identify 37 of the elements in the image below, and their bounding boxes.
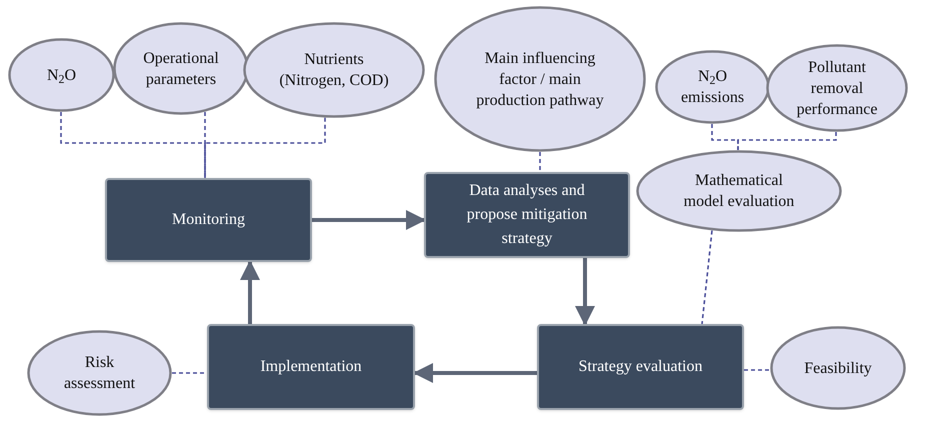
oval-label: N$_{2}$O <box>46 66 76 86</box>
connector-line <box>172 372 207 374</box>
connector-line <box>701 230 713 324</box>
oval-node <box>636 150 842 232</box>
oval-node <box>243 22 425 118</box>
connector-line <box>737 132 837 150</box>
oval-label: Main influencing factor / main production pathway <box>475 48 605 110</box>
process-box <box>105 178 312 262</box>
process-box <box>424 172 630 258</box>
oval-node <box>766 44 908 132</box>
oval-label: Risk assessment <box>62 353 136 394</box>
oval-label: Operational parameters <box>142 48 220 90</box>
oval-label: Mathematical model evaluation <box>682 171 796 212</box>
arrow <box>240 260 260 324</box>
box-label: Implementation <box>260 357 362 377</box>
process-box <box>537 324 744 410</box>
process-box <box>207 324 415 410</box>
arrow <box>312 210 426 230</box>
oval-label: Pollutant removal performance <box>796 58 878 120</box>
connector-line <box>539 152 541 172</box>
connector-line <box>744 369 770 371</box>
oval-label: Nutrients (Nitrogen, COD) <box>278 50 390 91</box>
box-label: Data analyses and propose mitigation strategy <box>466 181 588 249</box>
oval-label: Feasibility <box>804 358 872 378</box>
connector-line <box>204 118 326 178</box>
oval-node <box>770 326 906 410</box>
arrow <box>413 363 537 383</box>
arrow <box>575 258 595 326</box>
box-label: Strategy evaluation <box>578 357 702 377</box>
connector-line <box>204 112 206 178</box>
oval-node <box>434 6 646 152</box>
oval-label: N$_{2}$O emissions <box>680 67 746 108</box>
oval-node <box>27 330 172 416</box>
oval-node <box>113 22 249 115</box>
oval-node <box>655 50 770 124</box>
box-label: Monitoring <box>172 210 245 230</box>
oval-node <box>8 38 115 112</box>
